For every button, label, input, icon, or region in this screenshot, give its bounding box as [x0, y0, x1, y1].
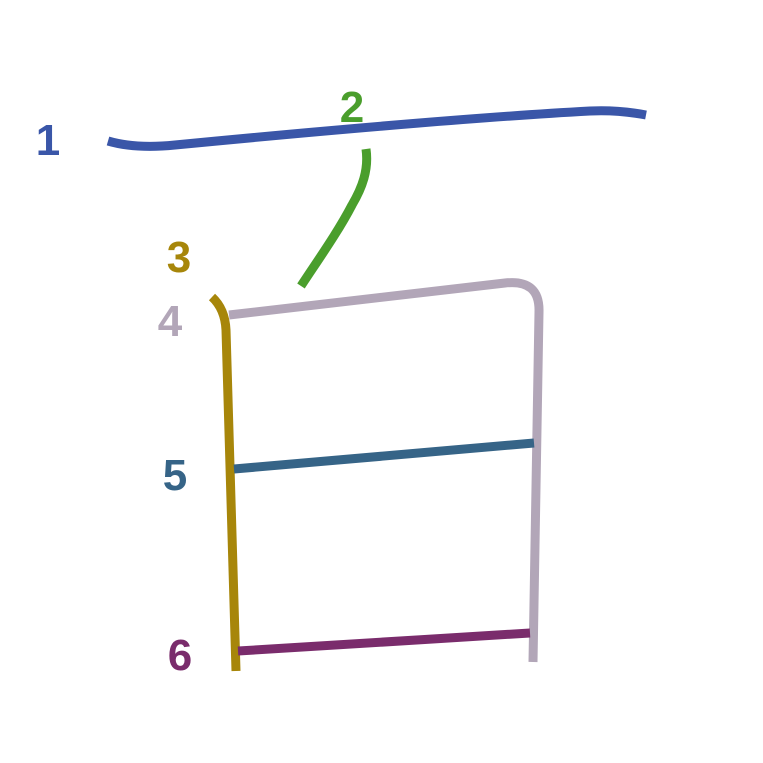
- stroke-6: [237, 628, 531, 656]
- stroke-2: [297, 148, 372, 289]
- stroke-5: [233, 438, 535, 474]
- stroke-1: [106, 106, 647, 151]
- stroke-number-2: 2: [340, 83, 364, 132]
- stroke-number-3: 3: [167, 233, 191, 282]
- stroke-number-6: 6: [168, 631, 192, 680]
- stroke-number-5: 5: [163, 451, 187, 500]
- stroke-number-1: 1: [36, 116, 60, 165]
- stroke-3: [208, 293, 241, 672]
- stroke-4: [228, 278, 544, 663]
- stroke-number-4: 4: [158, 297, 183, 346]
